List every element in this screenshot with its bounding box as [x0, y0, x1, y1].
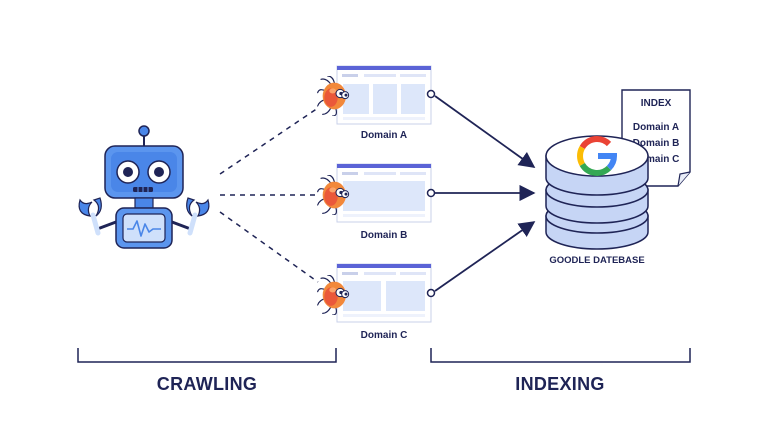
- index-entry-b: Domain B: [633, 138, 680, 149]
- database-icon: [545, 135, 649, 250]
- robot-crawler-icon: [78, 125, 210, 249]
- crawling-label: CRAWLING: [157, 374, 257, 394]
- indexing-bracket: [430, 348, 691, 363]
- domain-a-node: Domain A: [317, 65, 436, 141]
- domain-c-node: Domain C: [317, 263, 436, 341]
- indexing-label: INDEXING: [515, 374, 604, 394]
- index-arrows: [434, 95, 536, 292]
- crawl-link-c: [219, 211, 319, 283]
- domain-a-label: Domain A: [361, 130, 407, 141]
- database-label: GOODLE DATEBASE: [549, 255, 644, 266]
- domain-b-node: Domain B: [317, 163, 436, 241]
- index-entry-c: Domain C: [633, 154, 680, 165]
- crawling-bracket: [77, 348, 337, 363]
- index-arrow-a: [434, 95, 536, 168]
- domain-c-label: Domain C: [361, 330, 408, 341]
- index-entry-a: Domain A: [633, 122, 679, 133]
- section-brackets: [77, 348, 691, 363]
- index-arrow-c: [434, 221, 536, 292]
- crawl-link-a: [219, 107, 319, 175]
- crawl-links: [219, 107, 319, 283]
- google-logo-icon: [577, 136, 618, 176]
- index-title: INDEX: [641, 98, 672, 109]
- domain-b-label: Domain B: [361, 230, 408, 241]
